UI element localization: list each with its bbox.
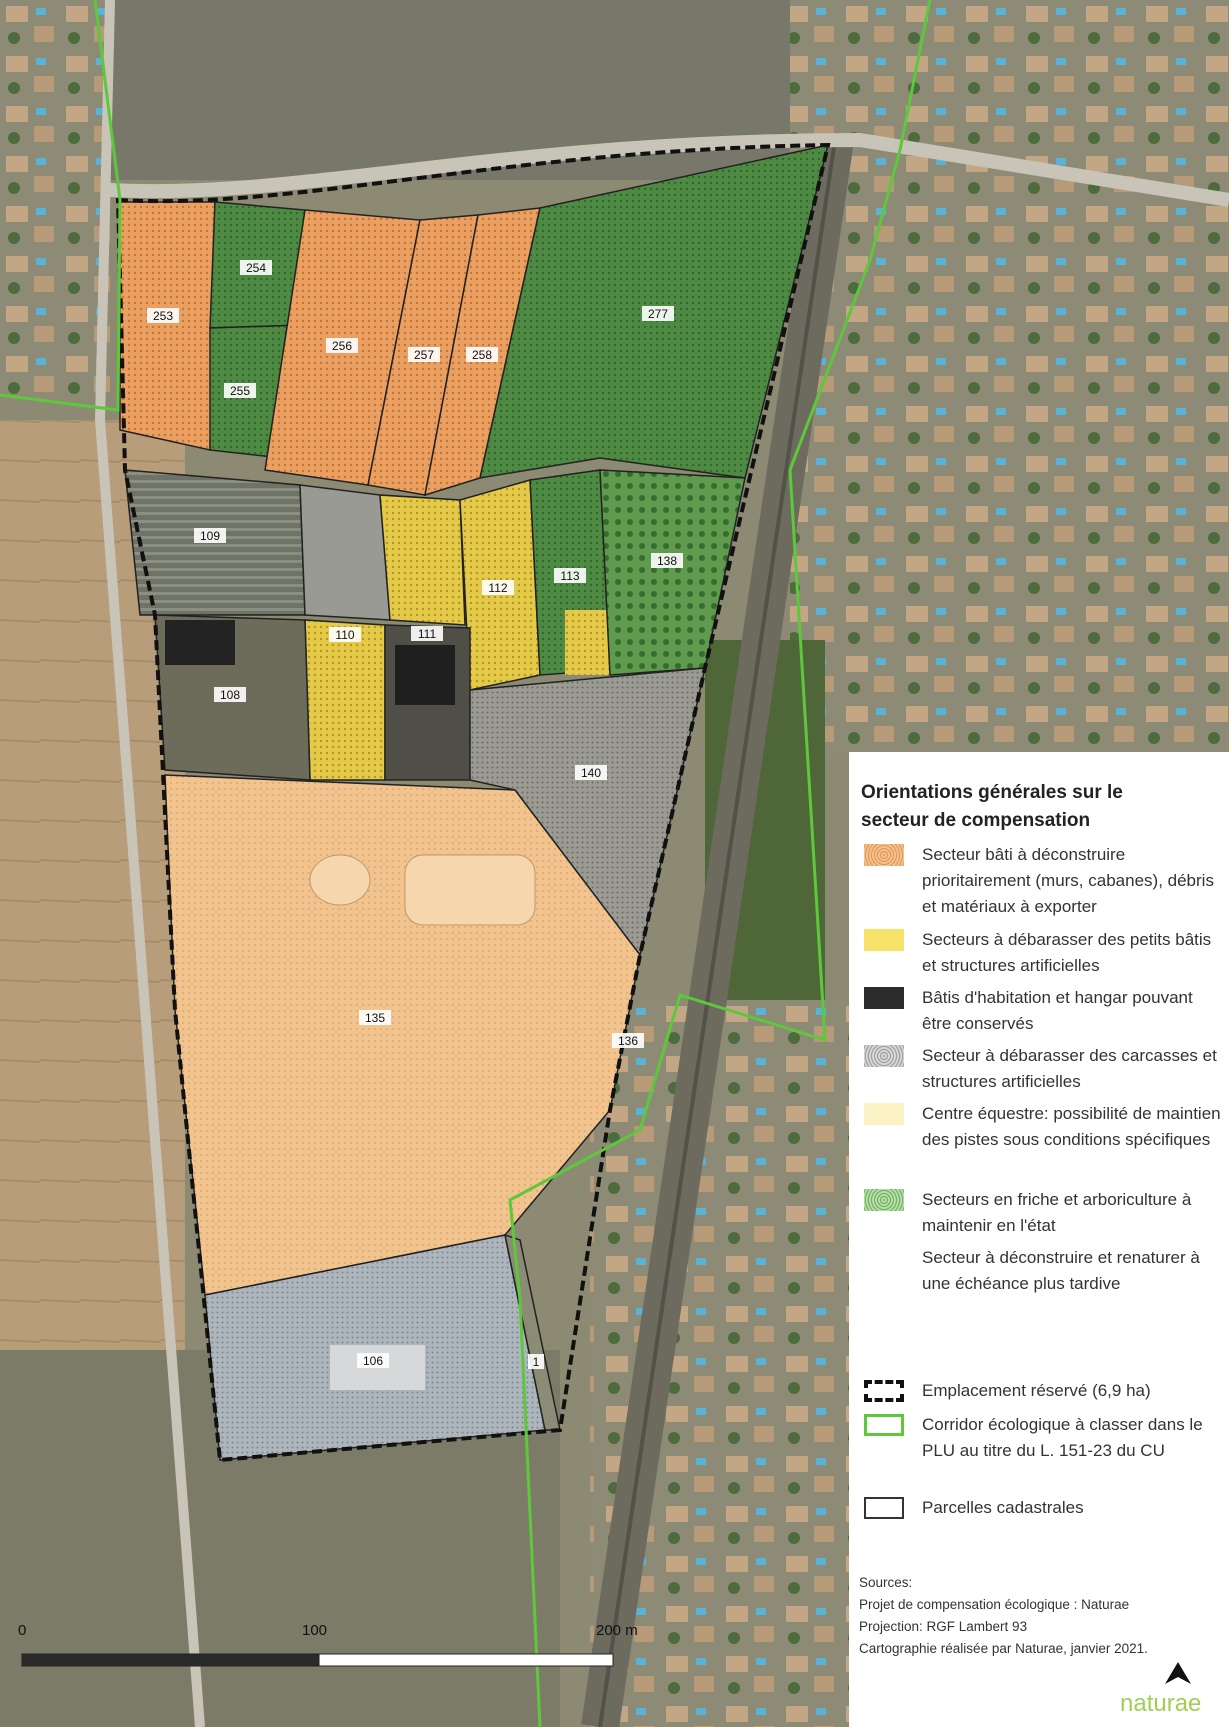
north-arrow-icon	[1165, 1662, 1191, 1684]
scale-label-100: 100	[302, 1622, 328, 1639]
parcel-label-bg	[359, 1010, 391, 1025]
parcel-label-bg	[408, 347, 440, 362]
brand-logo: naturae	[1120, 1690, 1202, 1717]
legend-item-small-structures: Secteurs à débarasser des petits bâtis e…	[864, 927, 1224, 979]
swatch-white	[864, 1247, 904, 1269]
parcel-label-140: 140	[581, 766, 601, 780]
parcel-label-bg	[411, 626, 443, 641]
scale-label-200: 200 m	[596, 1622, 638, 1639]
parcel-label-255: 255	[230, 384, 250, 398]
swatch-outline	[864, 1497, 904, 1519]
parcel-label-bg	[224, 383, 256, 398]
parcel-label-109: 109	[200, 529, 220, 543]
swatch-yellow	[864, 929, 904, 951]
parcel-label-bg	[482, 580, 514, 595]
parcel-label-bg	[147, 308, 179, 323]
swatch-orange-dots	[864, 844, 904, 866]
parcel-label-bg	[528, 1354, 544, 1369]
parcel-label-bg	[326, 338, 358, 353]
parcel-label-1: 1	[533, 1355, 540, 1369]
legend-item-carcasses: Secteur à débarasser des carcasses et st…	[864, 1043, 1224, 1095]
parcel-label-110: 110	[335, 628, 354, 642]
scale-bar-light	[318, 1653, 614, 1667]
sources-text: Sources: Projet de compensation écologiq…	[859, 1575, 1148, 1656]
parcel-label-254: 254	[246, 261, 266, 275]
legend-item-fallow-orchard: Secteurs en friche et arboriculture à ma…	[864, 1187, 1224, 1239]
parcel-label-bg	[466, 347, 498, 362]
swatch-black	[864, 987, 904, 1009]
parcel-label-bg	[651, 553, 683, 568]
legend-item-reserved-area: Emplacement réservé (6,9 ha)	[864, 1378, 1224, 1404]
legend-item-housing-conserved: Bâtis d'habitation et hangar pouvant êtr…	[864, 985, 1224, 1037]
parcel-label-138: 138	[657, 554, 677, 568]
swatch-cream	[864, 1103, 904, 1125]
parcel-label-106: 106	[363, 1354, 383, 1368]
parcel-label-bg	[575, 765, 607, 780]
parcel-label-256: 256	[332, 339, 352, 353]
parcel-label-bg	[612, 1033, 644, 1048]
swatch-dashed-outline	[864, 1380, 904, 1402]
parcel-label-135: 135	[365, 1011, 385, 1025]
parcel-label-136: 136	[618, 1034, 638, 1048]
parcel-label-bg	[642, 306, 674, 321]
parcel-label-277: 277	[648, 307, 668, 321]
legend-item-equestrian: Centre équestre: possibilité de maintien…	[864, 1101, 1224, 1153]
legend-item-cadastral: Parcelles cadastrales	[864, 1495, 1224, 1521]
swatch-green-outline	[864, 1414, 904, 1436]
parcel-label-253: 253	[153, 309, 173, 323]
scale-bar-dark	[21, 1653, 320, 1667]
legend-panel: Orientations générales sur le secteur de…	[849, 752, 1229, 1727]
parcel-label-113: 113	[560, 569, 579, 583]
parcel-label-108: 108	[220, 688, 240, 702]
legend-item-eco-corridor: Corridor écologique à classer dans le PL…	[864, 1412, 1224, 1464]
parcel-label-bg	[240, 260, 272, 275]
swatch-green-dots	[864, 1189, 904, 1211]
parcel-label-111: 111	[418, 627, 437, 641]
legend-item-later-renature: Secteur à déconstruire et renaturer à un…	[864, 1245, 1224, 1297]
legend-title: Orientations générales sur le secteur de…	[861, 782, 1123, 831]
parcel-label-bg	[329, 627, 361, 642]
parcel-label-bg	[214, 687, 246, 702]
parcel-label-257: 257	[414, 348, 434, 362]
parcel-label-bg	[194, 528, 226, 543]
parcel-label-112: 112	[488, 581, 507, 595]
parcel-label-bg	[357, 1353, 389, 1368]
legend-item-building-deconstruct: Secteur bâti à déconstruire prioritairem…	[864, 842, 1224, 920]
parcel-label-258: 258	[472, 348, 492, 362]
scale-label-0: 0	[18, 1622, 27, 1639]
parcel-label-bg	[554, 568, 586, 583]
swatch-grey-dots	[864, 1045, 904, 1067]
